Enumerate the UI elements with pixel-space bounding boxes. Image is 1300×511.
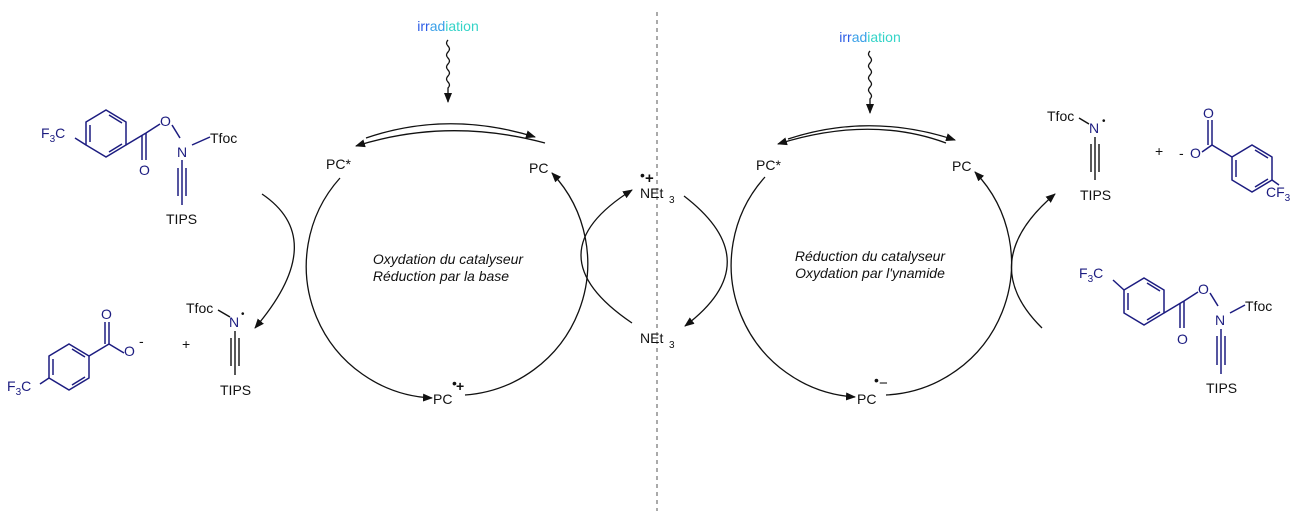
equilibrium-arrow-forward-right bbox=[777, 128, 947, 146]
pc-left: PC bbox=[529, 160, 548, 176]
pc-star-right: PC* bbox=[756, 157, 781, 173]
irradiation-label-left: irradiation bbox=[417, 18, 478, 34]
svg-text:O: O bbox=[139, 162, 150, 178]
svg-text:O: O bbox=[101, 306, 112, 322]
carboxylate-molecule-bottom-left: F3C O O - bbox=[7, 306, 144, 398]
net3-radical-cation: NEt 3 • + bbox=[640, 167, 675, 206]
svg-text:NEt: NEt bbox=[640, 185, 663, 201]
svg-text:F3C: F3C bbox=[41, 125, 65, 145]
svg-text:TIPS: TIPS bbox=[220, 382, 251, 398]
caption-right-line2: Oxydation par l'ynamide bbox=[795, 265, 945, 281]
svg-text:O: O bbox=[1177, 331, 1188, 347]
svg-text:Tfoc: Tfoc bbox=[1047, 108, 1074, 124]
svg-text:O: O bbox=[1190, 145, 1201, 161]
side-arc-net3-right bbox=[683, 195, 728, 327]
svg-text:N: N bbox=[229, 314, 239, 330]
cycle-arc-right-main bbox=[730, 176, 856, 401]
svg-text:3: 3 bbox=[669, 195, 675, 206]
equilibrium-arrow-forward-left bbox=[365, 123, 536, 139]
svg-text:+: + bbox=[645, 170, 654, 187]
caption-left-line2: Réduction par la base bbox=[373, 268, 509, 284]
amidyl-radical-bottom-left: Tfoc N • TIPS bbox=[186, 300, 251, 398]
amidyl-radical-top-right: Tfoc N • TIPS bbox=[1047, 108, 1111, 203]
side-arc-left bbox=[254, 193, 295, 329]
pc-right: PC bbox=[952, 158, 971, 174]
equilibrium-arrow-back-right bbox=[787, 125, 956, 141]
cycle-arc-right-ascending bbox=[464, 172, 589, 396]
net3: NEt 3 bbox=[640, 330, 675, 351]
equilibrium-arrow-back-left bbox=[355, 130, 546, 148]
caption-right-line1: Réduction du catalyseur bbox=[795, 248, 947, 264]
cycle-arc-left-main bbox=[305, 177, 433, 402]
side-arc-right bbox=[1010, 193, 1056, 329]
svg-text:PC: PC bbox=[857, 391, 876, 407]
left-cycle: irradiation PC* PC PC • + Oxydation du c… bbox=[254, 18, 728, 407]
svg-text:•: • bbox=[640, 167, 645, 183]
plus-sign-left: + bbox=[182, 336, 190, 352]
svg-text:TIPS: TIPS bbox=[1206, 380, 1237, 396]
svg-text:−: − bbox=[879, 375, 888, 392]
svg-text:N: N bbox=[1089, 120, 1099, 136]
svg-text:O: O bbox=[124, 343, 135, 359]
irradiation-label-right: irradiation bbox=[839, 29, 900, 45]
side-arc-net3 bbox=[580, 189, 633, 324]
svg-text:3: 3 bbox=[669, 340, 675, 351]
svg-text:O: O bbox=[160, 113, 171, 129]
svg-text:N: N bbox=[177, 144, 187, 160]
substrate-molecule-bottom-right: F3C O O N Tfoc TIPS bbox=[1079, 265, 1272, 396]
svg-text:NEt: NEt bbox=[640, 330, 663, 346]
carboxylate-molecule-top-right: - O O CF3 bbox=[1179, 105, 1291, 204]
svg-text:CF3: CF3 bbox=[1266, 184, 1291, 204]
substrate-molecule-top-left: F3C O O N Tfoc TIPS bbox=[41, 109, 237, 227]
pc-radical-cation: PC • + bbox=[433, 375, 464, 407]
caption-left-line1: Oxydation du catalyseur bbox=[373, 251, 525, 267]
svg-text:O: O bbox=[1203, 105, 1214, 121]
svg-text:Tfoc: Tfoc bbox=[1245, 298, 1272, 314]
right-cycle: irradiation PC* PC PC • − Réduction du c… bbox=[730, 29, 1056, 407]
svg-text:Tfoc: Tfoc bbox=[186, 300, 213, 316]
plus-sign-right: + bbox=[1155, 143, 1163, 159]
svg-text:Tfoc: Tfoc bbox=[210, 130, 237, 146]
wavy-arrow-right bbox=[866, 50, 874, 114]
svg-text:-: - bbox=[1179, 145, 1184, 161]
svg-text:F3C: F3C bbox=[7, 378, 31, 398]
svg-text:•: • bbox=[452, 375, 457, 391]
svg-text:•: • bbox=[241, 309, 245, 320]
svg-text:PC: PC bbox=[433, 391, 452, 407]
svg-text:N: N bbox=[1215, 312, 1225, 328]
svg-text:TIPS: TIPS bbox=[166, 211, 197, 227]
svg-text:+: + bbox=[456, 378, 464, 394]
svg-text:•: • bbox=[1102, 116, 1106, 127]
svg-text:TIPS: TIPS bbox=[1080, 187, 1111, 203]
pc-star-left: PC* bbox=[326, 156, 351, 172]
svg-text:-: - bbox=[139, 333, 144, 349]
pc-radical-anion: PC • − bbox=[857, 372, 888, 407]
svg-text:•: • bbox=[874, 372, 879, 388]
svg-text:F3C: F3C bbox=[1079, 265, 1103, 285]
svg-text:O: O bbox=[1198, 281, 1209, 297]
cycle-arc-right-ascending-2 bbox=[885, 171, 1013, 396]
wavy-arrow-left bbox=[444, 39, 452, 103]
